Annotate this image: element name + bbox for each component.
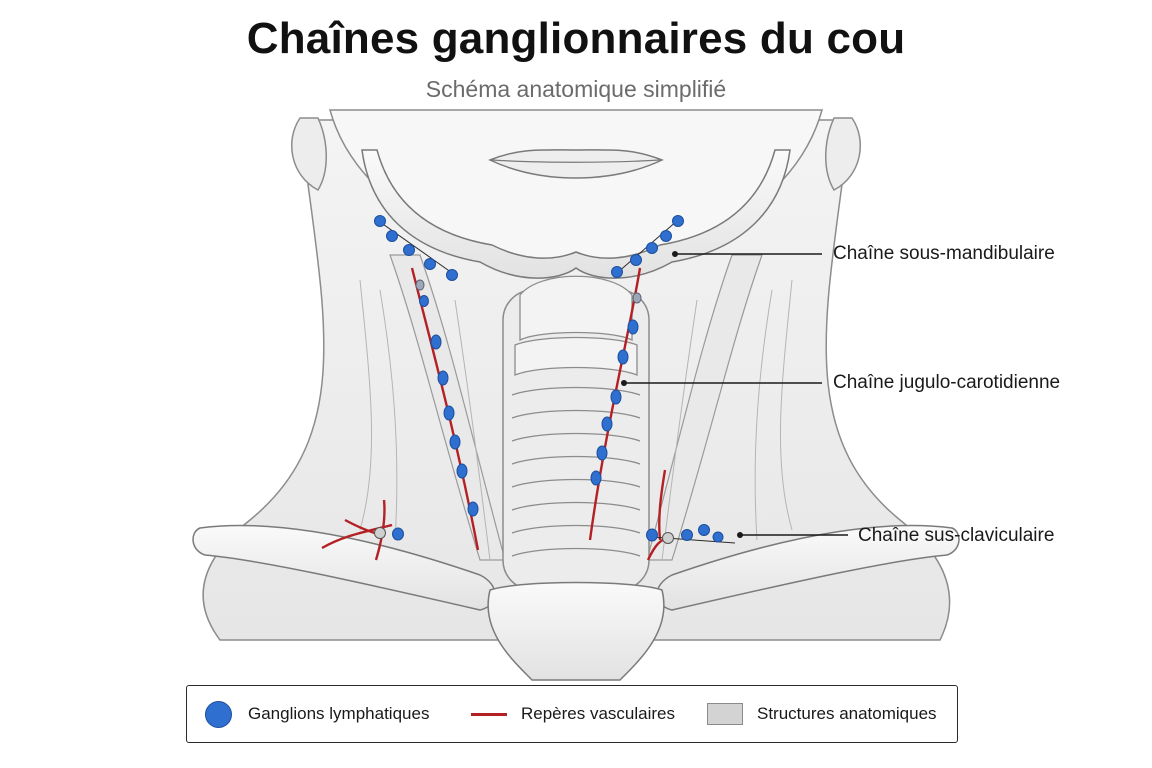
legend-item-structures: Structures anatomiques — [707, 686, 937, 742]
legend-label-nodes: Ganglions lymphatiques — [248, 704, 429, 724]
left-ear — [292, 118, 327, 190]
lymph-node-swatch-icon — [205, 701, 232, 728]
label-submandibular: Chaîne sous-mandibulaire — [833, 243, 1055, 265]
vessel-line-swatch-icon — [471, 713, 507, 716]
sternum — [488, 583, 664, 681]
legend-item-nodes: Ganglions lymphatiques — [205, 686, 429, 742]
legend-label-structures: Structures anatomiques — [757, 704, 937, 724]
legend-item-vessels: Repères vasculaires — [471, 686, 675, 742]
right-ear — [826, 118, 861, 190]
structure-swatch-icon — [707, 703, 743, 725]
trachea — [503, 276, 649, 590]
legend: Ganglions lymphatiques Repères vasculair… — [186, 685, 958, 743]
label-jugulocarotid: Chaîne jugulo-carotidienne — [833, 372, 1060, 394]
leader-dot-submandibular — [672, 251, 678, 257]
label-supraclavicular: Chaîne sus-claviculaire — [858, 525, 1054, 547]
legend-label-vessels: Repères vasculaires — [521, 704, 675, 724]
leader-dot-supraclavicular — [737, 532, 743, 538]
leader-dot-jugulocarotid — [621, 380, 627, 386]
